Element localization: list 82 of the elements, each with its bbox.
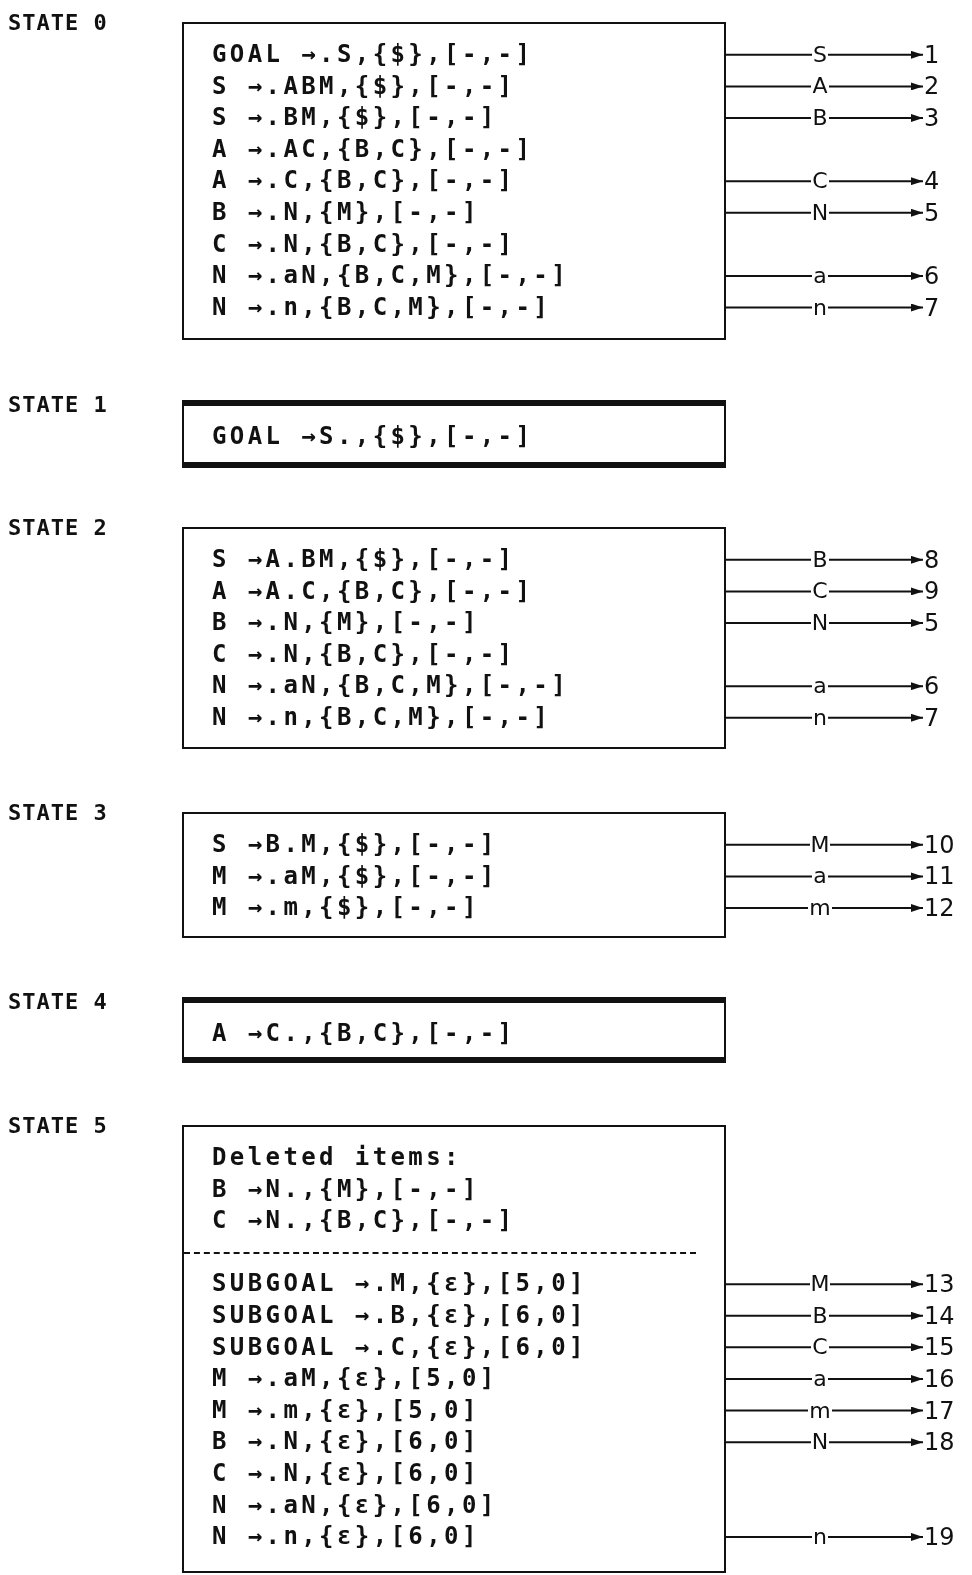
arrow	[725, 114, 924, 122]
arrow	[725, 713, 924, 722]
target-state-number: 9	[924, 577, 940, 606]
target-state-number: 2	[924, 72, 940, 101]
arrow	[725, 872, 924, 881]
item-text: M →.m,{ε},[5,0]	[212, 1394, 480, 1426]
arrow	[725, 904, 924, 912]
target-state-number: 12	[924, 894, 955, 922]
state-heading: STATE 0	[8, 10, 108, 35]
target-state-number: 13	[924, 1270, 955, 1299]
target-state-number: 14	[924, 1301, 955, 1330]
state-heading: STATE 4	[8, 989, 108, 1014]
item-text: N →.n,{ε},[6,0]	[212, 1521, 480, 1553]
item-text: N →.n,{B,C,M},[-,-]	[212, 291, 552, 323]
item-text: B →.N,{M},[-,-]	[212, 196, 480, 228]
arrow	[725, 555, 924, 564]
arrow	[725, 177, 924, 186]
item-text: C →N.,{B,C},[-,-]	[212, 1205, 516, 1237]
arrow	[725, 1374, 924, 1383]
item-text: B →.N,{ε},[6,0]	[212, 1426, 480, 1458]
arrow	[725, 587, 924, 596]
target-state-number: 8	[924, 545, 940, 574]
item-text: GOAL →S.,{$},[-,-]	[212, 421, 534, 452]
item-text: SUBGOAL →.M,{ε},[5,0]	[212, 1268, 587, 1300]
item-text: SUBGOAL →.B,{ε},[6,0]	[212, 1299, 587, 1331]
item-text: M →.aM,{ε},[5,0]	[212, 1363, 498, 1395]
arrow	[725, 619, 924, 627]
arrow	[725, 303, 924, 312]
item-text: Deleted items:	[212, 1142, 462, 1173]
item-text: N →.aN,{ε},[6,0]	[212, 1489, 498, 1521]
target-state-number: 6	[924, 672, 940, 701]
item-text: N →.aN,{B,C,M},[-,-]	[212, 670, 569, 702]
item-text: A →A.C,{B,C},[-,-]	[212, 575, 534, 607]
arrow	[725, 1532, 924, 1541]
arrow	[725, 50, 924, 59]
item-text: SUBGOAL →.C,{ε},[6,0]	[212, 1331, 587, 1363]
item-text: GOAL →.S,{$},[-,-]	[212, 39, 534, 70]
arrow	[725, 1280, 924, 1289]
target-state-number: 19	[924, 1522, 955, 1551]
target-state-number: 11	[924, 862, 955, 891]
state-heading: STATE 5	[8, 1113, 108, 1138]
item-text: A →.AC,{B,C},[-,-]	[212, 133, 534, 165]
target-state-number: 18	[924, 1428, 955, 1457]
target-state-number: 4	[924, 167, 940, 196]
target-state-number: 1	[924, 40, 940, 69]
target-state-number: 10	[924, 830, 955, 859]
arrow	[725, 1311, 924, 1320]
arrow	[725, 1343, 924, 1352]
item-text: M →.aM,{$},[-,-]	[212, 860, 498, 892]
item-text: N →.aN,{B,C,M},[-,-]	[212, 260, 569, 292]
state-heading: STATE 3	[8, 800, 108, 825]
item-text: M →.m,{$},[-,-]	[212, 892, 480, 924]
item-text: S →A.BM,{$},[-,-]	[212, 544, 516, 575]
item-text: S →B.M,{$},[-,-]	[212, 829, 498, 860]
item-text: C →.N,{B,C},[-,-]	[212, 638, 516, 670]
arrow	[725, 840, 924, 849]
target-state-number: 6	[924, 261, 940, 290]
target-state-number: 17	[924, 1396, 955, 1425]
item-text: B →N.,{M},[-,-]	[212, 1173, 480, 1205]
item-text: A →C.,{B,C},[-,-]	[212, 1018, 516, 1049]
target-state-number: 16	[924, 1364, 955, 1393]
target-state-number: 7	[924, 703, 940, 732]
item-text: B →.N,{M},[-,-]	[212, 607, 480, 639]
target-state-number: 5	[924, 609, 940, 637]
item-text: N →.n,{B,C,M},[-,-]	[212, 701, 552, 733]
arrow	[725, 1438, 924, 1447]
target-state-number: 5	[924, 198, 940, 227]
arrow	[725, 271, 924, 280]
state-heading: STATE 2	[8, 515, 108, 540]
target-state-number: 15	[924, 1333, 955, 1362]
item-text: S →.ABM,{$},[-,-]	[212, 70, 516, 102]
arrow	[725, 682, 924, 691]
item-text: S →.BM,{$},[-,-]	[212, 102, 498, 134]
state-heading: STATE 1	[8, 392, 108, 417]
item-text: C →.N,{ε},[6,0]	[212, 1457, 480, 1489]
target-state-number: 3	[924, 104, 940, 132]
item-text: A →.C,{B,C},[-,-]	[212, 165, 516, 197]
arrow	[725, 208, 924, 217]
arrow	[725, 82, 924, 91]
arrow	[725, 1406, 924, 1415]
item-text: C →.N,{B,C},[-,-]	[212, 228, 516, 260]
target-state-number: 7	[924, 293, 940, 322]
